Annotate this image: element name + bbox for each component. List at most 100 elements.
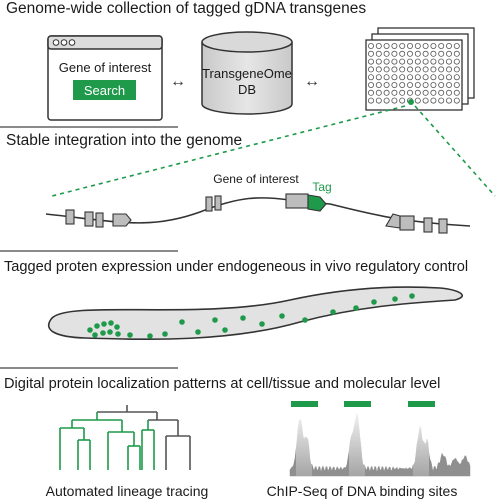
well: [445, 97, 452, 104]
well: [430, 43, 437, 50]
exon: [399, 215, 415, 231]
well: [399, 66, 406, 73]
expression-dot: [259, 321, 265, 327]
well: [399, 74, 406, 81]
heading-localization: Digital protein localization patterns at…: [4, 376, 441, 392]
well: [383, 58, 390, 65]
well: [367, 74, 374, 81]
expression-dot: [179, 319, 185, 325]
well: [422, 58, 429, 65]
expression-dot: [162, 331, 168, 337]
well: [406, 66, 413, 73]
divider-rule: [0, 126, 178, 128]
well: [391, 74, 398, 81]
window-dot-icon: [68, 39, 76, 46]
well: [453, 66, 460, 73]
well: [414, 89, 421, 96]
well: [391, 66, 398, 73]
worm-icon: [47, 286, 463, 340]
binding-site-marker: [408, 401, 435, 407]
well: [422, 82, 429, 89]
well: [453, 97, 460, 104]
well: [375, 66, 382, 73]
well: [453, 58, 460, 65]
peak-highlight: [349, 406, 365, 476]
chipseq-plot: [289, 401, 471, 477]
well: [367, 50, 374, 57]
well: [399, 50, 406, 57]
well: [453, 82, 460, 89]
well: [445, 58, 452, 65]
heading-expression: Tagged proten expression under endogeneo…: [4, 259, 469, 275]
tag-label: Tag: [312, 180, 331, 194]
heading-integration: Stable integration into the genome: [6, 132, 243, 149]
well: [438, 58, 445, 65]
well: [367, 97, 374, 104]
expression-dot: [353, 305, 359, 311]
well: [383, 74, 390, 81]
expression-dot: [115, 331, 121, 337]
well: [383, 66, 390, 73]
well: [391, 50, 398, 57]
heading-collection: Genome-wide collection of tagged gDNA tr…: [6, 0, 367, 17]
gene-of-interest-label: Gene of interest: [213, 172, 299, 186]
binding-site-marker: [344, 401, 371, 407]
expression-dot: [240, 315, 246, 321]
peak-highlight: [413, 406, 429, 476]
expression-dot: [87, 327, 93, 333]
well: [453, 74, 460, 81]
well: [367, 82, 374, 89]
well: [438, 43, 445, 50]
well: [430, 74, 437, 81]
search-button[interactable]: Search: [73, 80, 136, 100]
bidirectional-arrow-icon: ↔: [304, 73, 320, 90]
well: [414, 43, 421, 50]
well: [375, 97, 382, 104]
database-name-line2: DB: [238, 82, 256, 97]
exon: [385, 213, 401, 229]
well: [438, 66, 445, 73]
well: [375, 43, 382, 50]
well: [445, 66, 452, 73]
expression-dot: [108, 320, 114, 326]
divider-rule: [0, 367, 178, 369]
peak-highlight: [296, 406, 312, 476]
well: [367, 43, 374, 50]
well: [430, 58, 437, 65]
well: [399, 58, 406, 65]
binding-site-marker: [291, 401, 318, 407]
well: [375, 89, 382, 96]
expression-dot: [114, 324, 120, 330]
well: [399, 43, 406, 50]
well-plate-stack-icon: [365, 27, 475, 111]
well: [406, 43, 413, 50]
well: [399, 82, 406, 89]
exon: [438, 218, 448, 234]
exon: [205, 196, 213, 212]
well: [414, 82, 421, 89]
well: [453, 50, 460, 57]
divider-rule: [0, 250, 178, 252]
well: [383, 97, 390, 104]
well: [383, 43, 390, 50]
search-button-label: Search: [84, 83, 125, 98]
expression-dot: [212, 317, 218, 323]
well: [406, 89, 413, 96]
exon: [84, 211, 94, 227]
window-dot-icon: [52, 39, 60, 46]
expression-dot: [127, 332, 133, 338]
well: [438, 82, 445, 89]
well: [406, 58, 413, 65]
well: [430, 82, 437, 89]
database-name: TransgeneOme: [202, 66, 292, 81]
well: [430, 97, 437, 104]
expression-dot: [279, 313, 285, 319]
well: [445, 89, 452, 96]
well: [438, 50, 445, 57]
well: [438, 89, 445, 96]
lineage-tree: [59, 405, 191, 470]
well-grid: [367, 43, 460, 104]
exon: [95, 212, 104, 228]
browser-window: Gene of interest Search: [47, 35, 163, 121]
